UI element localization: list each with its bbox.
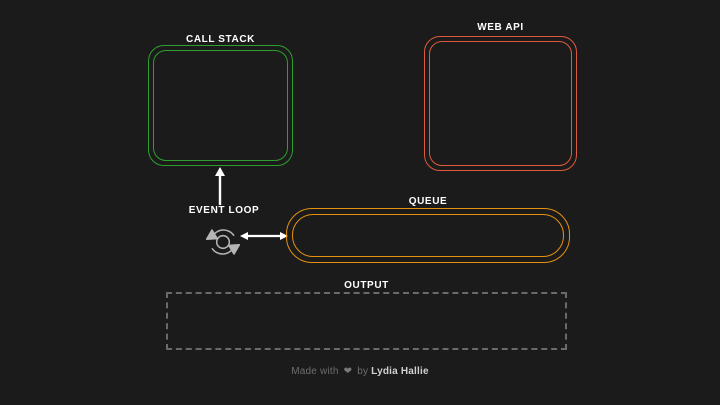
footer-credit: Made with ❤ by Lydia Hallie <box>0 366 720 377</box>
queue-label: QUEUE <box>408 196 448 207</box>
web-api-panel[interactable] <box>424 36 577 171</box>
call-stack-outer-border <box>148 45 293 166</box>
arrow-up-to-call-stack-icon <box>215 167 225 205</box>
event-loop-label: EVENT LOOP <box>188 205 260 216</box>
loop-refresh-icon[interactable] <box>200 219 246 265</box>
output-panel[interactable] <box>166 292 567 350</box>
queue-outer-border <box>286 208 570 263</box>
queue-inner-border <box>292 214 564 257</box>
call-stack-inner-border <box>153 50 288 161</box>
queue-panel[interactable] <box>286 208 570 263</box>
heart-icon: ❤ <box>343 366 353 377</box>
web-api-inner-border <box>429 41 572 166</box>
web-api-outer-border <box>424 36 577 171</box>
footer-made-with-text: Made with <box>291 366 339 377</box>
call-stack-panel[interactable] <box>148 45 293 166</box>
web-api-label: WEB API <box>477 22 524 33</box>
footer-author-name[interactable]: Lydia Hallie <box>371 366 429 377</box>
arrow-bidirectional-event-loop-queue-icon <box>240 232 288 240</box>
output-label: OUTPUT <box>344 280 389 291</box>
call-stack-label: CALL STACK <box>186 34 255 45</box>
footer-by-text: by <box>357 366 369 377</box>
